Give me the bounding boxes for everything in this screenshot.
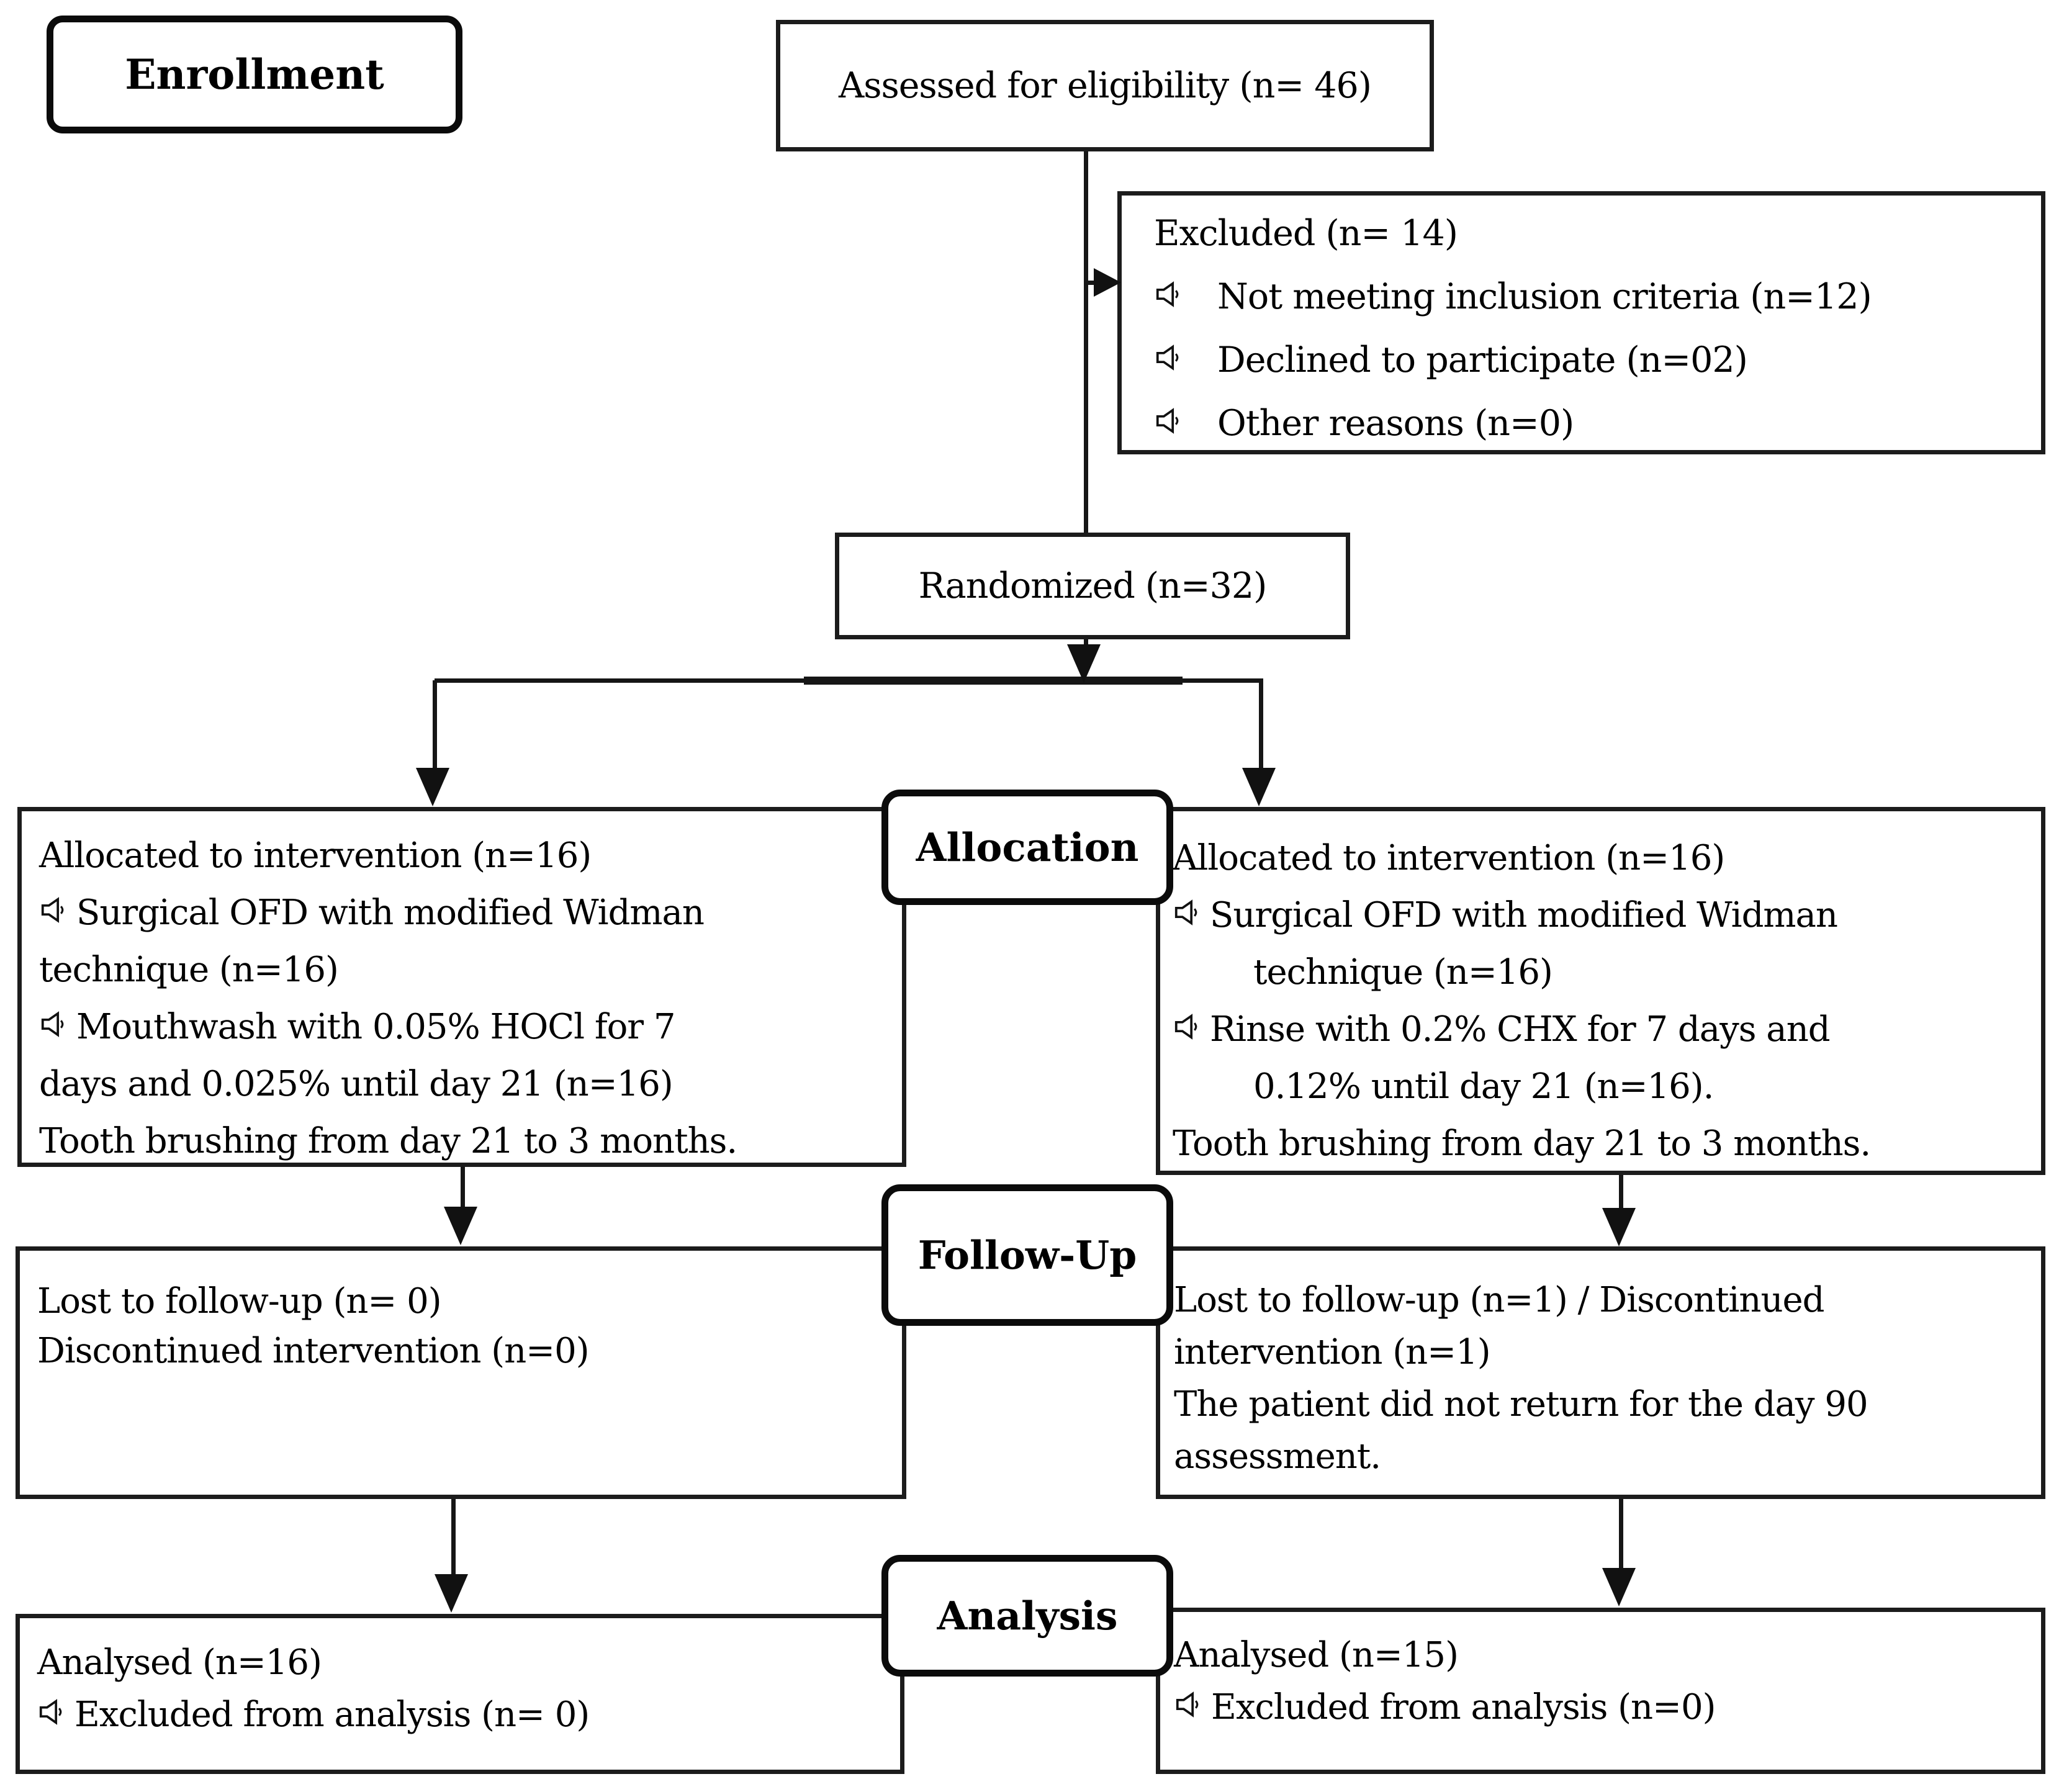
allocation-right-bullet-line: Surgical OFD with modified Widman — [1173, 887, 2032, 944]
excluded-item: Other reasons (n=0) — [1154, 392, 2022, 455]
allocation-left-bullet-line: Surgical OFD with modified Widman — [39, 885, 891, 942]
allocation-left-line: days and 0.025% until day 21 (n=16) — [39, 1064, 674, 1104]
analysis-right-box: Analysed (n=15) Excluded from analysis (… — [1156, 1608, 2045, 1774]
allocation-stage-label: Allocation — [881, 790, 1173, 905]
connector-excluded-shaft — [1088, 281, 1097, 285]
speaker-bullet-icon — [37, 1689, 74, 1741]
speaker-bullet-icon — [1173, 1001, 1210, 1058]
allocation-left-line: Tooth brushing from day 21 to 3 months. — [39, 1121, 737, 1161]
speaker-bullet-icon — [39, 885, 76, 942]
analysis-stage-label: Analysis — [881, 1555, 1173, 1677]
followup-left-line: Lost to follow-up (n= 0) — [37, 1281, 442, 1321]
allocation-right-line: technique (n=16) — [1253, 952, 1553, 993]
analysis-left-item-text: Excluded from analysis (n= 0) — [74, 1695, 590, 1735]
branch-line-thick-segment — [804, 677, 1183, 685]
analysis-left-title: Analysed (n=16) — [37, 1642, 322, 1683]
followup-stage-label: Follow-Up — [881, 1184, 1173, 1326]
connector-fuleft-analysis — [451, 1498, 456, 1577]
analysis-right-item-text: Excluded from analysis (n=0) — [1211, 1687, 1716, 1727]
excluded-item-text: Other reasons (n=0) — [1217, 403, 1574, 444]
excluded-item: Not meeting inclusion criteria (n=12) — [1154, 265, 2022, 328]
followup-stage-text: Follow-Up — [917, 1232, 1137, 1278]
arrowhead-down-icon — [1602, 1208, 1636, 1246]
analysis-left-box: Analysed (n=16) Excluded from analysis (… — [16, 1614, 904, 1774]
randomized-text: Randomized (n=32) — [918, 565, 1268, 606]
excluded-title: Excluded (n= 14) — [1154, 213, 1458, 254]
allocation-left-bullet-line: Mouthwash with 0.05% HOCl for 7 — [39, 999, 891, 1056]
analysis-left-bullet-line: Excluded from analysis (n= 0) — [37, 1689, 888, 1741]
excluded-box: Excluded (n= 14) Not meeting inclusion c… — [1117, 191, 2045, 454]
connector-allocleft-followup — [461, 1166, 465, 1210]
allocation-right-box: Allocated to intervention (n=16) Surgica… — [1156, 807, 2045, 1175]
analysis-stage-text: Analysis — [937, 1593, 1118, 1639]
assessed-text: Assessed for eligibility (n= 46) — [839, 65, 1372, 106]
arrowhead-down-icon — [444, 1207, 477, 1245]
followup-left-box: Lost to follow-up (n= 0) Discontinued in… — [16, 1246, 906, 1499]
allocation-left-box: Allocated to intervention (n=16) Surgica… — [17, 807, 906, 1167]
speaker-bullet-icon — [1154, 265, 1217, 328]
speaker-bullet-icon — [1154, 328, 1217, 392]
allocation-left-line: technique (n=16) — [39, 950, 339, 990]
arrowhead-down-icon — [1242, 768, 1276, 806]
speaker-bullet-icon — [1174, 1682, 1211, 1734]
connector-allocright-followup — [1619, 1174, 1623, 1211]
arrowhead-down-icon — [416, 768, 449, 806]
followup-right-line: assessment. — [1174, 1436, 1381, 1477]
followup-right-box: Lost to follow-up (n=1) / Discontinued i… — [1156, 1246, 2045, 1499]
arrowhead-down-icon — [1602, 1568, 1636, 1606]
connector-branch-right — [1259, 680, 1263, 771]
speaker-bullet-icon — [1154, 392, 1217, 455]
allocation-left-line: Allocated to intervention (n=16) — [39, 835, 592, 876]
speaker-bullet-icon — [1173, 887, 1210, 944]
allocation-right-bullet-line: Rinse with 0.2% CHX for 7 days and — [1173, 1001, 2032, 1058]
followup-right-line: The patient did not return for the day 9… — [1174, 1384, 1868, 1425]
allocation-left-line-text: Mouthwash with 0.05% HOCl for 7 — [76, 1007, 675, 1047]
followup-right-line: intervention (n=1) — [1174, 1332, 1491, 1372]
randomized-box: Randomized (n=32) — [835, 533, 1350, 639]
followup-right-line: Lost to follow-up (n=1) / Discontinued — [1174, 1280, 1825, 1320]
allocation-right-line: Tooth brushing from day 21 to 3 months. — [1173, 1123, 1871, 1164]
allocation-left-line-text: Surgical OFD with modified Widman — [76, 893, 705, 933]
excluded-item-text: Declined to participate (n=02) — [1217, 340, 1748, 380]
connector-branch-left — [433, 680, 437, 771]
allocation-right-line-text: Surgical OFD with modified Widman — [1210, 895, 1838, 935]
allocation-stage-text: Allocation — [916, 824, 1139, 870]
excluded-item: Declined to participate (n=02) — [1154, 328, 2022, 392]
allocation-right-line: 0.12% until day 21 (n=16). — [1253, 1066, 1714, 1107]
followup-left-line: Discontinued intervention (n=0) — [37, 1331, 590, 1371]
connector-assessed-randomized — [1084, 151, 1088, 534]
connector-furight-analysis — [1619, 1498, 1623, 1571]
excluded-item-text: Not meeting inclusion criteria (n=12) — [1217, 276, 1872, 317]
allocation-right-line-text: Rinse with 0.2% CHX for 7 days and — [1210, 1009, 1831, 1050]
arrowhead-right-icon — [1094, 268, 1121, 297]
analysis-right-bullet-line: Excluded from analysis (n=0) — [1174, 1682, 2032, 1734]
speaker-bullet-icon — [39, 999, 76, 1056]
enrollment-stage-text: Enrollment — [125, 50, 384, 99]
enrollment-stage-label: Enrollment — [47, 16, 462, 133]
assessed-box: Assessed for eligibility (n= 46) — [776, 20, 1434, 151]
arrowhead-down-icon — [435, 1574, 468, 1613]
arrowhead-down-icon — [1067, 644, 1101, 683]
analysis-right-title: Analysed (n=15) — [1174, 1635, 1459, 1675]
allocation-right-line: Allocated to intervention (n=16) — [1173, 838, 1725, 878]
